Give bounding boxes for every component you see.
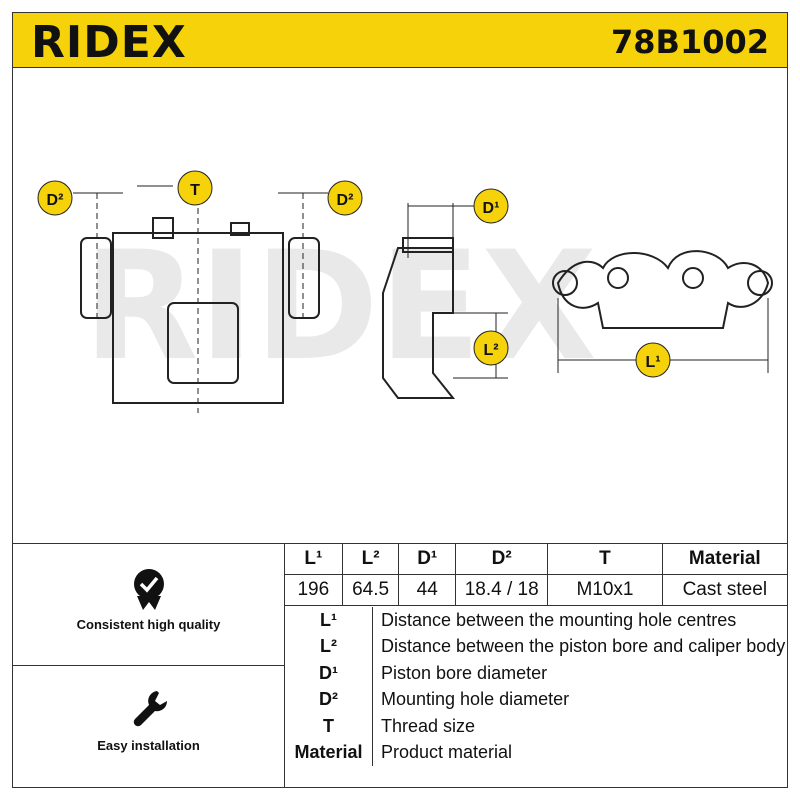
part-number: 78B1002 (611, 23, 769, 61)
legend-row: Material Product material (285, 739, 787, 766)
spec-header: D² (455, 544, 549, 575)
legend-row: T Thread size (285, 713, 787, 740)
spec-header: Material (661, 544, 787, 575)
spec-header: L¹ (285, 544, 343, 575)
svg-text:T: T (190, 182, 200, 199)
badge-quality: Consistent high quality (13, 566, 284, 632)
dimension-tag-d1: D¹ (473, 188, 509, 224)
caliper-drawing: RIDEX (37, 170, 773, 413)
spec-value: 196 (285, 574, 343, 606)
spec-value: Cast steel (661, 574, 787, 606)
legend-row: L² Distance between the piston bore and … (285, 633, 787, 660)
badge-divider (13, 665, 284, 666)
legend-desc: Distance between the piston bore and cal… (381, 636, 786, 657)
legend-row: L¹ Distance between the mounting hole ce… (285, 607, 787, 634)
legend-key: L¹ (285, 607, 373, 634)
dimension-legend: L¹ Distance between the mounting hole ce… (285, 607, 787, 766)
dimension-tag-d2-right: D² (327, 180, 363, 216)
watermark: RIDEX (83, 220, 597, 394)
dimension-tag-t: T (177, 170, 213, 206)
legend-row: D¹ Piston bore diameter (285, 660, 787, 687)
spec-header: D¹ (398, 544, 457, 575)
badge-quality-label: Consistent high quality (76, 617, 221, 632)
header-bar: RIDEX 78B1002 (12, 12, 788, 68)
legend-key: D¹ (285, 660, 373, 687)
spec-value: 64.5 (341, 574, 400, 606)
legend-key: Material (285, 739, 373, 766)
legend-desc: Product material (381, 742, 513, 763)
svg-text:D¹: D¹ (483, 200, 500, 217)
dimension-lines-front (73, 185, 328, 194)
svg-text:D²: D² (47, 192, 64, 209)
legend-key: D² (285, 686, 373, 713)
wrench-icon (133, 691, 167, 727)
spec-header: T (547, 544, 663, 575)
spec-value: M10x1 (547, 574, 663, 606)
legend-desc: Piston bore diameter (381, 662, 548, 683)
brand-logo: RIDEX (31, 17, 187, 68)
spec-table: L¹ L² D¹ D² T Material 196 64.5 44 18.4 … (285, 544, 787, 606)
legend-desc: Mounting hole diameter (381, 689, 570, 710)
legend-row: D² Mounting hole diameter (285, 686, 787, 713)
spec-value: 18.4 / 18 (455, 574, 549, 606)
spec-panel: Consistent high quality Easy installatio… (12, 543, 788, 788)
badge-installation-label: Easy installation (97, 738, 200, 753)
feature-badges: Consistent high quality Easy installatio… (13, 544, 285, 787)
svg-text:L¹: L¹ (645, 354, 660, 371)
legend-desc: Distance between the mounting hole centr… (381, 609, 737, 630)
badge-installation: Easy installation (13, 687, 284, 753)
spec-value: 44 (398, 574, 457, 606)
svg-text:L²: L² (483, 342, 498, 359)
caliper-top-view (552, 250, 773, 373)
caliper-front-view (80, 193, 320, 413)
legend-key: L² (285, 633, 373, 660)
spec-header: L² (341, 544, 400, 575)
dimension-tag-l2: L² (473, 330, 509, 366)
svg-text:D²: D² (337, 192, 354, 209)
checkmark-seal-icon (133, 569, 164, 610)
dimension-tag-d2-left: D² (37, 180, 73, 216)
legend-key: T (285, 713, 373, 740)
legend-desc: Thread size (381, 715, 476, 736)
technical-drawing: RIDEX (12, 68, 788, 543)
dimension-tag-l1: L¹ (635, 342, 671, 378)
